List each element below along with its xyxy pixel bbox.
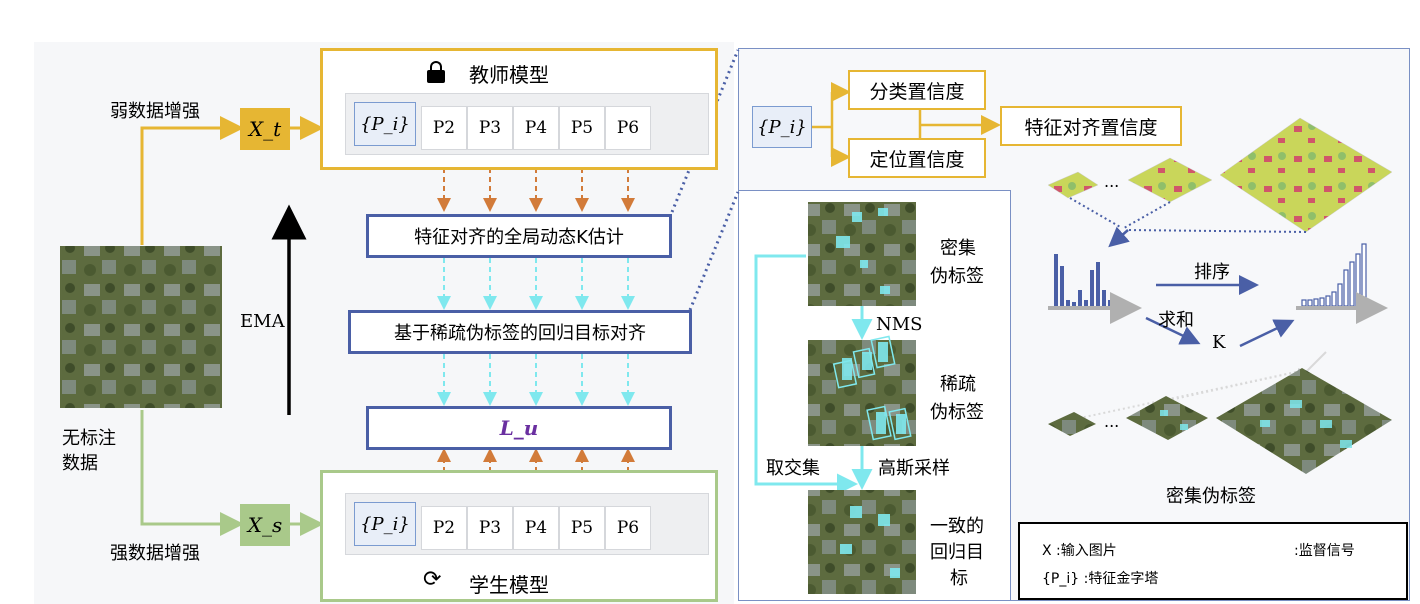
student-title: 学生模型 — [469, 573, 549, 597]
feature-map-large — [1219, 117, 1393, 233]
dense-map-mid — [1126, 396, 1208, 440]
teacher-level-p2: P2 — [421, 106, 467, 150]
loss-box: L_u — [366, 406, 672, 450]
consistent-target-image — [808, 490, 916, 594]
ellipsis-top: ... — [1104, 172, 1120, 191]
sparse-pl-label-1: 稀疏 — [940, 374, 976, 395]
teacher-level-p5: P5 — [559, 106, 605, 150]
feat-align-conf-box: 特征对齐置信度 — [1000, 106, 1182, 146]
teacher-level-p4: P4 — [513, 106, 559, 150]
regression-align-box: 基于稀疏伪标签的回归目标对齐 — [348, 310, 692, 354]
legend-box: X :输入图片 :监督信号 {P_i} :特征金字塔 — [1018, 522, 1408, 600]
student-pi-cell: {P_i} — [354, 502, 416, 546]
legend-x-desc: X :输入图片 — [1042, 543, 1117, 559]
sparse-pl-label-2: 伪标签 — [930, 402, 984, 423]
unlabeled-label-line2: 数据 — [62, 453, 98, 474]
dense-map-small — [1048, 412, 1096, 436]
global-dynamic-k-box: 特征对齐的全局动态K估计 — [366, 214, 672, 258]
dense-pl-caption: 密集伪标签 — [1166, 486, 1256, 507]
teacher-level-p3: P3 — [467, 106, 513, 150]
ema-label: EMA — [240, 311, 285, 332]
loc-conf-box: 定位置信度 — [848, 138, 986, 178]
dense-pl-label-1: 密集 — [940, 238, 976, 259]
xs-box: X_s — [240, 504, 290, 546]
histogram-sorted — [1301, 243, 1367, 307]
sort-label: 排序 — [1194, 262, 1230, 283]
legend-signal-desc: :监督信号 — [1294, 543, 1355, 559]
loss-label: L_u — [499, 416, 539, 440]
teacher-title: 教师模型 — [469, 63, 549, 87]
strong-aug-label: 强数据增强 — [110, 543, 200, 564]
weak-aug-label: 弱数据增强 — [110, 101, 200, 122]
right-pi-cell: {P_i} — [752, 106, 812, 148]
feature-map-mid — [1127, 157, 1213, 203]
feature-map-small — [1047, 171, 1099, 199]
intersect-label: 取交集 — [766, 458, 820, 479]
student-level-p5: P5 — [559, 506, 605, 550]
xs-label: X_s — [247, 513, 283, 537]
sum-label: 求和 — [1158, 310, 1194, 331]
dense-map-large — [1216, 368, 1392, 474]
teacher-pi-cell: {P_i} — [354, 102, 416, 146]
dense-pl-label-2: 伪标签 — [930, 266, 984, 287]
consistent-target-label-2: 回归目 — [930, 542, 984, 563]
legend-pi-desc: {P_i} :特征金字塔 — [1042, 571, 1159, 587]
refresh-icon: ⟳ — [423, 567, 442, 592]
consistent-target-label-1: 一致的 — [930, 516, 984, 537]
xt-label: X_t — [248, 117, 282, 141]
student-level-p4: P4 — [513, 506, 559, 550]
ellipsis-bottom: ... — [1104, 412, 1120, 431]
cls-conf-box: 分类置信度 — [848, 70, 986, 110]
student-level-p6: P6 — [605, 506, 651, 550]
student-level-p3: P3 — [467, 506, 513, 550]
nms-label: NMS — [876, 314, 923, 335]
unlabeled-image — [60, 246, 222, 408]
consistent-target-label-3: 标 — [950, 568, 968, 589]
lock-icon — [427, 61, 445, 83]
unlabeled-label-line1: 无标注 — [62, 428, 116, 449]
teacher-level-p6: P6 — [605, 106, 651, 150]
histogram-raw — [1054, 254, 1112, 306]
gauss-sampling-label: 高斯采样 — [878, 458, 950, 479]
k-label: K — [1212, 332, 1226, 353]
student-level-p2: P2 — [421, 506, 467, 550]
xt-box: X_t — [240, 108, 290, 150]
